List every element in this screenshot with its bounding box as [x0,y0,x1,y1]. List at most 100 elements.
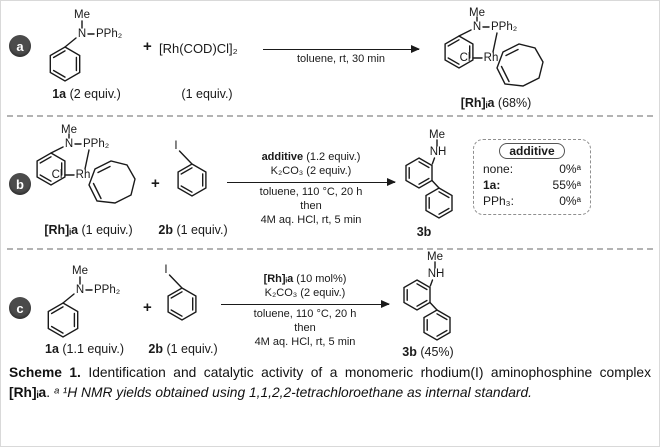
row-badge-a: a [9,35,31,57]
bonds [167,274,197,321]
bonds [403,261,451,341]
caption-text: Identification and catalytic activity of… [80,365,652,380]
benzene-ring [177,163,207,197]
benzene-ring [405,157,433,189]
benzene-ring [403,279,431,311]
structure-rh-complex: Me N PPh₂ Cl Rh [444,7,544,87]
aromatic-double-bonds [50,306,76,334]
row-badge-c: c [9,297,31,319]
additive-entry: PPh₃: 0%ᵃ [483,194,581,210]
additive-results-box: additive none: 0%ᵃ 1a: 55%ᵃ PPh₃: 0%ᵃ [473,139,591,216]
arrow-line [263,44,420,53]
benzene-ring [425,187,453,219]
structure-aminophosphine-1a: Me N PPh₂ [49,9,122,82]
conditions-below: toluene, rt, 30 min [296,53,386,65]
benzene-ring [49,46,81,82]
atom-n-label: N [76,284,84,296]
caption-footnote: ᵃ ¹H NMR yields obtained using 1,1,2,2-t… [53,384,533,400]
atom-cl-label: Cl [52,169,63,181]
structure-biphenyl-3b: Me NH [405,129,453,219]
atom-cl-label: Cl [460,52,471,64]
atom-rh-label: Rh [484,52,499,64]
group-me-label: Me [74,9,90,21]
group-me-label: Me [429,129,445,141]
row-badge-b: b [9,173,31,195]
additive-name: 1a: [483,177,501,192]
condition-line: 4M aq. HCl, rt, 5 min [254,335,356,348]
caption-complex-name: [Rh]ᵢa [9,384,47,400]
condition-line: 4M aq. HCl, rt, 5 min [260,213,362,226]
aromatic-double-bonds [426,313,448,337]
structure-iodobenzene-2b: I [174,140,207,197]
group-me-label: Me [427,251,443,263]
benzene-ring [444,35,474,69]
label-compound-2b: 2b (1 equiv.) [148,342,218,356]
bonds [405,139,453,219]
aromatic-double-bonds [52,50,78,78]
aromatic-double-bonds [180,167,204,193]
structure-aminophosphine-1a: Me N PPh₂ [47,265,120,338]
label-rh-dimer-equiv: (1 equiv.) [181,87,233,101]
label-rh-complex-equiv: [Rh]ᵢa (1 equiv.) [44,223,133,237]
plus-sign: + [151,175,160,192]
condition-line: K₂CO₃ (2 equiv.) [270,164,352,177]
additive-name: PPh₃: [483,193,514,208]
cod-double-bonds [92,165,111,200]
aromatic-double-bonds [406,283,428,307]
additive-yield: 0%ᵃ [559,193,581,208]
arrow-line [221,299,390,308]
atom-i-label: I [164,264,167,276]
group-pph2-label: PPh₂ [94,284,120,296]
atom-n-label: N [78,28,86,40]
atom-rh-label: Rh [76,169,91,181]
label-compound-1a: 1a (1.1 equiv.) [45,342,124,356]
conditions-above: additive (1.2 equiv.) K₂CO₃ (2 equiv.) [262,151,361,179]
aromatic-double-bonds [39,156,63,182]
bonds [49,20,95,82]
conditions-below: toluene, 110 °C, 20 h then 4M aq. HCl, r… [254,308,357,350]
condition-line: additive (1.2 equiv.) [261,151,361,163]
bonds [36,133,136,204]
structure-iodobenzene-2b: I [164,264,197,321]
row-separator [7,115,653,117]
additive-yield: 55%ᵃ [552,177,581,192]
cod-double-bonds [500,48,519,83]
additive-entry: 1a: 55%ᵃ [483,178,581,194]
label-compound-2b: 2b (1 equiv.) [158,223,228,237]
additive-entry: none: 0%ᵃ [483,162,581,178]
cod-ligand-ring [496,43,544,87]
benzene-ring [423,309,451,341]
atom-n-label: N [473,21,481,33]
benzene-ring [47,302,79,338]
rh-dimer-formula: [Rh(COD)Cl]₂ [159,41,238,56]
atom-n-label: N [65,138,73,150]
label-rh-complex-yield: [Rh]ᵢa (68%) [460,96,532,110]
group-me-label: Me [72,265,88,277]
caption-scheme-number: Scheme 1. [9,365,81,380]
additive-yield: 0%ᵃ [559,162,581,176]
additive-box-title: additive [499,143,565,159]
group-pph2-label: PPh₂ [491,21,517,33]
benzene-ring [36,152,66,186]
group-me-label: Me [469,7,485,19]
reaction-arrow-b: additive (1.2 equiv.) K₂CO₃ (2 equiv.) t… [227,151,396,228]
arrow-line [227,177,396,186]
caption-text: . [46,384,54,400]
additive-name: none: [483,162,514,176]
group-pph2-label: PPh₂ [83,138,109,150]
conditions-below: toluene, 110 °C, 20 h then 4M aq. HCl, r… [260,186,363,228]
label-compound-1a: 1a (2 equiv.) [52,87,121,101]
bonds [47,276,93,338]
group-nh-label: NH [428,268,445,280]
label-compound-3b-yield: 3b (45%) [402,345,454,359]
cod-ligand-ring [88,160,136,204]
plus-sign: + [143,38,152,55]
row-separator [7,248,653,250]
condition-line: [Rh]ᵢa (10 mol%) [263,273,347,285]
condition-line: then [300,199,322,212]
bonds [444,16,544,87]
reaction-arrow-a: toluene, rt, 30 min [263,44,420,67]
aromatic-double-bonds [447,39,471,65]
bonds [177,150,207,197]
